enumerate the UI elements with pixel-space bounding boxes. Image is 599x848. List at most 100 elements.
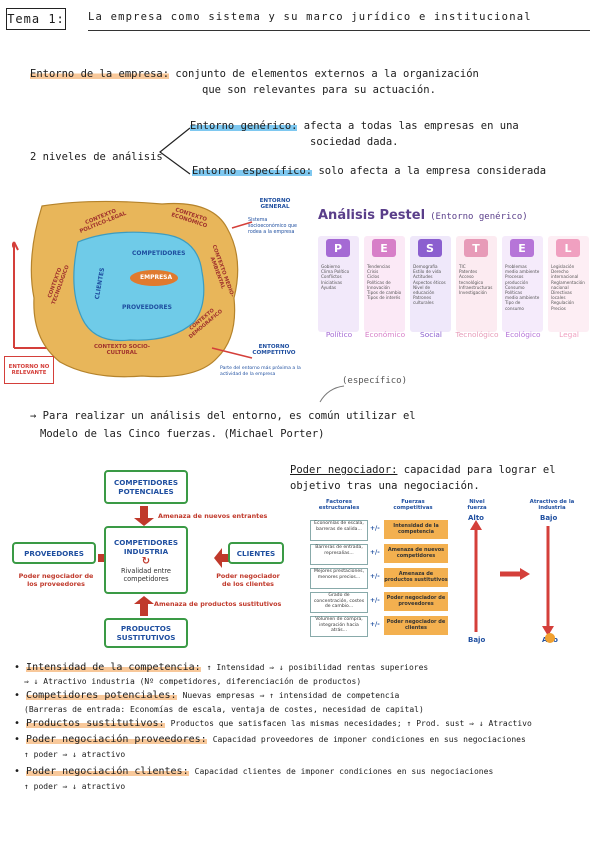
pestel-item: Legislación bbox=[551, 264, 575, 269]
especifico-def: solo afecta a la empresa considerada bbox=[318, 165, 547, 177]
nivel-alto: Alto bbox=[468, 514, 484, 522]
pestel-letter: E bbox=[372, 239, 396, 257]
pestel-name: Económico bbox=[364, 330, 406, 339]
pestel-item: locales bbox=[551, 295, 566, 301]
bullet-text: Capacidad proveedores de imponer condici… bbox=[212, 735, 526, 744]
bullet-text: Capacidad clientes de imponer condicione… bbox=[194, 767, 494, 776]
bullet-dot-icon: • bbox=[14, 766, 27, 777]
bullet-row: (Barreras de entrada: Economías de escal… bbox=[24, 704, 424, 715]
pestel-item: Reglamentación bbox=[551, 279, 585, 285]
generico-term: Entorno genérico: bbox=[190, 120, 298, 132]
pestel-item: nacional bbox=[551, 284, 569, 290]
bullet-text: ↑ poder ⇒ ↓ atractivo bbox=[24, 782, 126, 791]
poder-neg-term: Poder negociador: bbox=[290, 464, 398, 476]
plus-minus-icon: +/- bbox=[370, 597, 380, 604]
pestel-item: Nivel de bbox=[413, 284, 431, 290]
plus-minus-icon: +/- bbox=[370, 573, 380, 580]
bullet-text: Nuevas empresas ⇒ ↑ intensidad de compet… bbox=[182, 691, 400, 700]
pestel-item: consumo bbox=[505, 305, 524, 311]
bullet-row: ↑ poder ⇒ ↓ atractivo bbox=[24, 749, 125, 760]
bullet-row: • Productos sustitutivos: Productos que … bbox=[14, 718, 532, 729]
bullet-text: ↑ poder ⇒ ↓ atractivo bbox=[24, 750, 126, 759]
pestel-item: Ciclos bbox=[367, 274, 380, 280]
bullet-row: • Competidores potenciales: Nuevas empre… bbox=[14, 690, 399, 701]
bullet-row: • Intensidad de la competencia: ↑ Intens… bbox=[14, 662, 428, 673]
pestel-item: Acceso bbox=[459, 274, 474, 280]
bullet-term: Poder negociación clientes: bbox=[26, 766, 189, 777]
pestel-item: Gobierno bbox=[321, 264, 341, 269]
pestel-item: Ayudas bbox=[321, 284, 337, 290]
poder-proveedores-label: Poder negociador de los proveedores bbox=[18, 572, 94, 588]
pestel-item: Tipos de cambio bbox=[367, 290, 402, 296]
pestel-letter: P bbox=[326, 239, 350, 257]
fuerzas-figure: Factores estructurales Fuerzas competiti… bbox=[300, 498, 592, 646]
brace-lines bbox=[159, 127, 191, 175]
poder-neg-def-2: objetivo tras una negociación. bbox=[290, 480, 480, 492]
entorno-def-2: que son relevantes para su actuación. bbox=[202, 84, 436, 96]
bullet-row: • Poder negociación clientes: Capacidad … bbox=[14, 766, 493, 777]
entorno-definition: Entorno de la empresa: conjunto de eleme… bbox=[30, 68, 479, 80]
fuerzas-fuerza: Amenaza de nuevos competidores bbox=[384, 544, 448, 563]
pestel-item: Procesos bbox=[505, 274, 524, 280]
bullet-term: Intensidad de la competencia: bbox=[26, 662, 201, 673]
pestel-item: Infraestructuras bbox=[459, 284, 493, 290]
pestel-item: Tipo de bbox=[505, 300, 521, 306]
fig1-empresa: EMPRESA bbox=[140, 274, 173, 281]
fuerzas-factor: Economías de escala, barreras de salida.… bbox=[310, 520, 368, 541]
pestel-item: medio ambiente bbox=[505, 295, 540, 301]
porter-industria: COMPETIDORES INDUSTRIA ↻ Rivalidad entre… bbox=[104, 526, 188, 594]
bullet-term: Competidores potenciales: bbox=[26, 690, 177, 701]
fuerzas-fuerza: Amenaza de productos sustitutivos bbox=[384, 568, 448, 587]
fuerzas-arrows bbox=[470, 520, 555, 643]
pestel-item: Innovación bbox=[367, 284, 390, 290]
porter-intro-text-1: Para realizar un análisis del entorno, e… bbox=[42, 410, 416, 422]
pestel-letter: L bbox=[556, 239, 580, 257]
pestel-item: Políticas bbox=[505, 290, 523, 296]
fig1-competidores: COMPETIDORES bbox=[132, 250, 186, 257]
bullet-text: (Barreras de entrada: Economías de escal… bbox=[24, 705, 424, 714]
porter-figure: COMPETIDORES POTENCIALES Amenaza de nuev… bbox=[8, 466, 284, 656]
pestel-item: medio ambiente bbox=[505, 269, 540, 275]
pestel-item: Investigación bbox=[459, 290, 487, 296]
title-underline bbox=[88, 30, 590, 31]
pestel-item: Precios bbox=[551, 305, 566, 311]
porter-productos-sustitutivos: PRODUCTOS SUSTITUTIVOS bbox=[104, 618, 188, 648]
pestel-name: Social bbox=[420, 330, 442, 339]
bullet-term: Productos sustitutivos: bbox=[26, 718, 165, 729]
pestel-item: Clima Político bbox=[321, 269, 350, 275]
bullet-dot-icon: • bbox=[14, 734, 27, 745]
bullet-term: Poder negociación proveedores: bbox=[26, 734, 207, 745]
fuerzas-fuerza: Poder negociador de proveedores bbox=[384, 592, 448, 611]
pestel-item: Tipos de interés bbox=[367, 295, 401, 301]
entorno-general-label: ENTORNO GENERAL bbox=[259, 198, 291, 210]
pestel-item: Crisis bbox=[367, 269, 379, 275]
bullet-text: ↑ Intensidad ⇒ ↓ posibilidad rentas supe… bbox=[206, 663, 429, 672]
entorno-term: Entorno de la empresa: bbox=[30, 68, 170, 80]
pestel-subtitle: (Entorno genérico) bbox=[430, 212, 528, 222]
pestel-item: producción bbox=[505, 279, 529, 285]
fuerzas-factor: Grado de concentración, costes de cambio… bbox=[310, 592, 368, 613]
plus-minus-icon: +/- bbox=[370, 549, 380, 556]
pestel-item: Patrones bbox=[413, 295, 432, 301]
fuerzas-h2: Fuerzas competitivas bbox=[393, 499, 433, 511]
pestel-item: Conflictos bbox=[321, 274, 342, 280]
pestel-letter: S bbox=[418, 239, 442, 257]
rivalidad-text: Rivalidad entre competidores bbox=[121, 566, 171, 583]
porter-intro-line-2: Modelo de las Cinco fuerzas. (Michael Po… bbox=[40, 428, 325, 440]
entorno-map-shapes bbox=[12, 200, 253, 378]
fuerzas-h1: Factores estructurales bbox=[318, 499, 360, 511]
fuerzas-factor: Barreras de entrada, represalias... bbox=[310, 544, 368, 565]
pestel-name: Tecnológico bbox=[455, 330, 499, 339]
pestel-item: internacional bbox=[551, 274, 579, 280]
fuerzas-h4: Atractivo de la industria bbox=[529, 499, 575, 511]
page-title: La empresa como sistema y su marco juríd… bbox=[88, 11, 532, 23]
amenaza-entrantes-label: Amenaza de nuevos entrantes bbox=[158, 512, 268, 520]
pestel-item: Directivas bbox=[551, 290, 572, 296]
